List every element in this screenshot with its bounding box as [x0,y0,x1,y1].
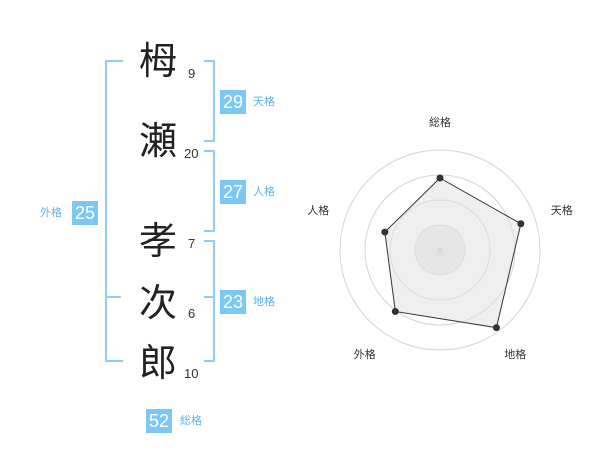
name-char-5: 郎 [139,341,178,385]
chikaku-value-badge: 23 [220,290,246,314]
radar-point [517,220,525,228]
gaikaku-label: 外格 [40,206,62,219]
chikaku-label: 地格 [253,295,275,308]
chikaku-bracket [204,240,215,362]
radar-axis-label: 総格 [429,116,451,129]
jinkaku-value-badge: 27 [220,180,246,204]
radar-series-polygon [384,177,522,329]
tenkaku-value-badge: 29 [220,90,246,114]
stroke-count-4: 6 [188,306,196,321]
tenkaku-label: 天格 [253,95,275,108]
soukaku-value-badge: 52 [146,409,172,433]
gaikaku-bracket [105,60,123,362]
radar-point [436,174,444,182]
radar-point [391,307,399,315]
name-char-1: 栂 [139,39,178,83]
jinkaku-label: 人格 [253,185,275,198]
radar-point [381,228,389,236]
chikaku-bracket-divider [204,296,213,298]
radar-axis-label: 地格 [504,347,527,361]
name-char-3: 孝 [139,219,178,263]
stroke-count-1: 9 [188,66,196,81]
stroke-count-2: 20 [184,146,199,161]
name-char-4: 次 [139,281,178,325]
jinkaku-bracket [204,150,215,232]
gaikaku-bracket-divider [105,296,121,298]
radar-axis-label: 人格 [307,204,330,218]
radar-axis-label: 外格 [353,347,376,361]
gaikaku-value-badge: 25 [72,201,98,225]
name-char-2: 瀬 [139,119,178,163]
stroke-count-5: 10 [184,366,199,381]
tenkaku-bracket [204,60,215,142]
radar-grid-ring [339,149,541,351]
radar-series [381,174,525,332]
radar-point [492,324,500,332]
radar-axis-label: 天格 [550,204,573,218]
stroke-count-3: 7 [188,236,196,251]
soukaku-label: 総格 [180,414,202,427]
